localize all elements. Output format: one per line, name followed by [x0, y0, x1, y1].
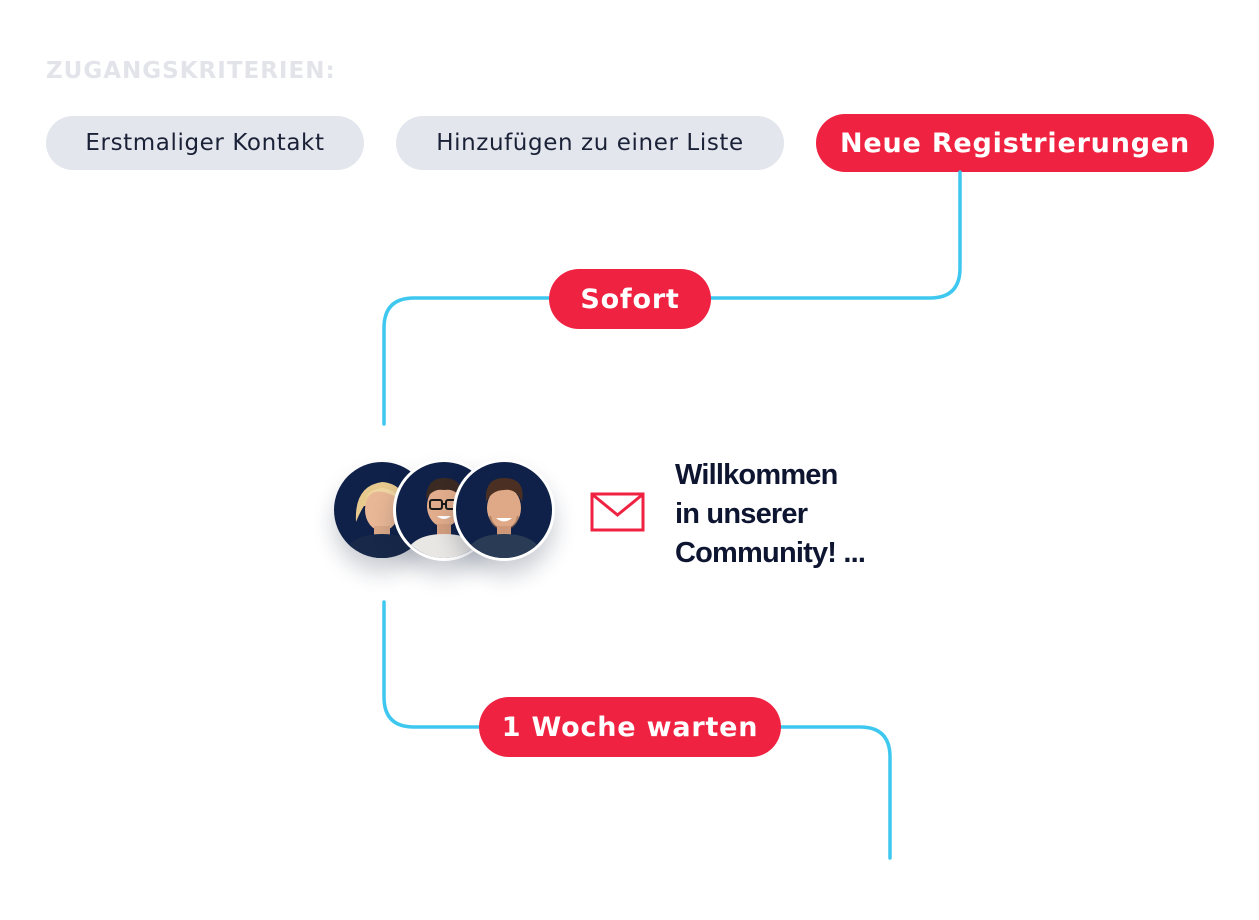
avatar-man-smiling	[453, 459, 555, 561]
message-line-2: in unserer	[675, 498, 808, 530]
email-message-preview: Willkommen in unserer Community! ...	[675, 456, 935, 573]
person-man-smiling-icon	[464, 478, 544, 558]
criteria-heading: ZUGANGSKRITERIEN:	[46, 58, 336, 84]
envelope-icon	[590, 492, 645, 532]
recipient-avatars	[332, 459, 556, 564]
step-sofort-badge[interactable]: Sofort	[549, 269, 711, 329]
connector-trigger-to-sofort	[708, 170, 962, 300]
message-line-1: Willkommen	[675, 459, 838, 491]
criteria-option-new-registrations[interactable]: Neue Registrierungen	[816, 114, 1214, 172]
connector-sofort-to-email	[382, 296, 552, 426]
connector-email-to-wait	[382, 600, 482, 729]
criteria-option-first-contact[interactable]: Erstmaliger Kontakt	[46, 116, 364, 170]
criteria-option-add-to-list[interactable]: Hinzufügen zu einer Liste	[396, 116, 784, 170]
step-wait-one-week-badge[interactable]: 1 Woche warten	[479, 697, 781, 757]
message-line-3: Community! ...	[675, 537, 866, 569]
connector-wait-to-next	[778, 725, 892, 860]
